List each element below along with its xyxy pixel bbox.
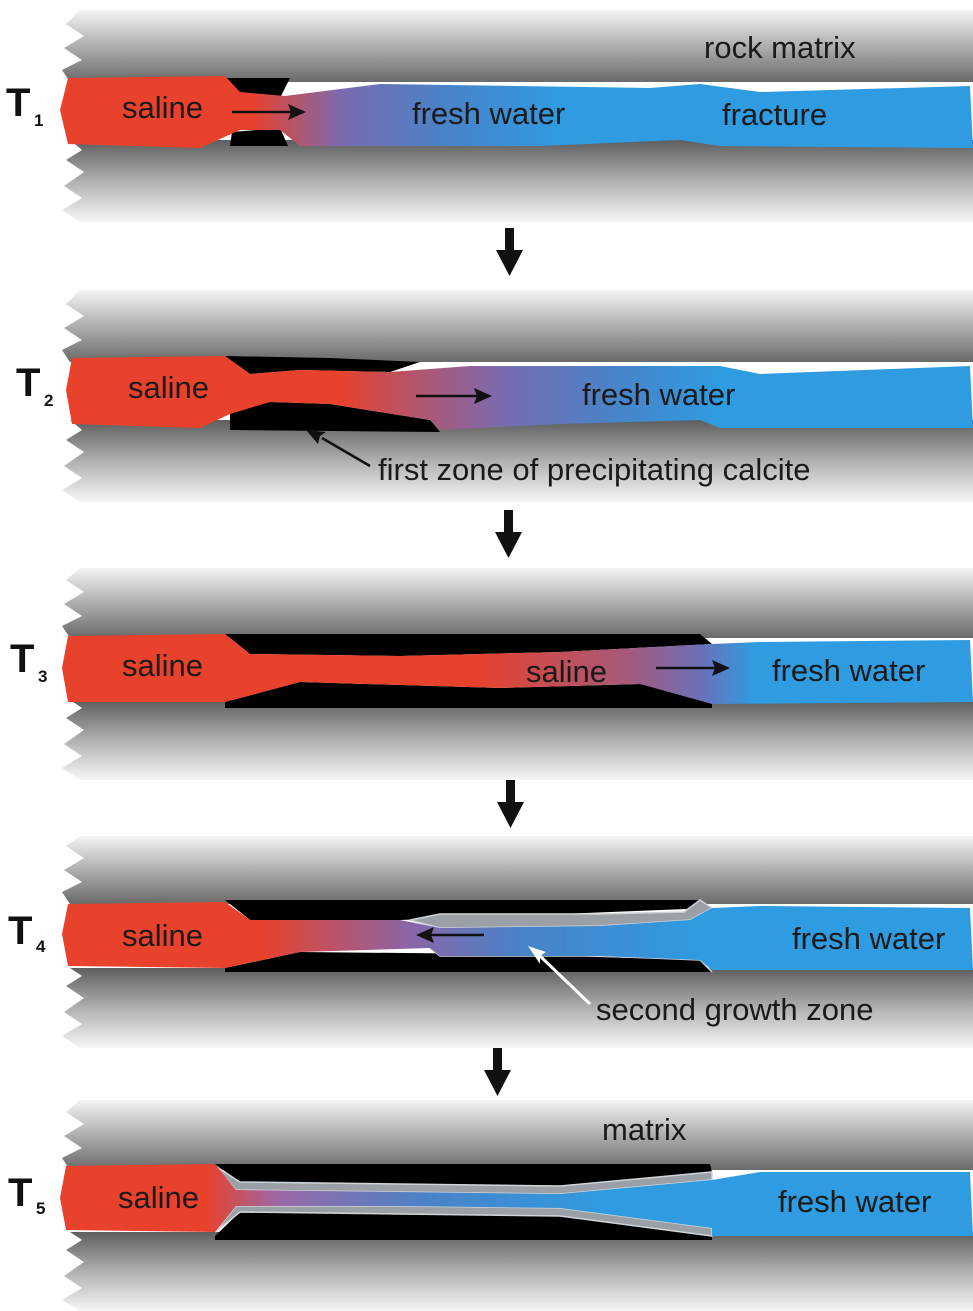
rock-matrix-upper [62, 568, 973, 638]
stage-label-letter: T [10, 637, 34, 681]
saline-label: saline [122, 90, 203, 125]
rock-matrix-label: rock matrix [704, 30, 856, 65]
calcite-zone-label: first zone of precipitating calcite [378, 452, 811, 487]
stage-t3: T 3 saline saline fresh water [10, 568, 973, 780]
stage-label-subscript: 3 [38, 667, 47, 686]
down-arrow-icon [496, 228, 523, 276]
stage-label-letter: T [6, 81, 30, 125]
down-arrow-icon [484, 1048, 511, 1096]
saline-label: saline [122, 918, 203, 953]
stage-t2: T 2 saline fresh water first zone of pre… [16, 290, 973, 502]
saline-front-label: saline [526, 654, 607, 689]
calcite-lower [230, 128, 288, 146]
rock-matrix-upper [62, 290, 973, 362]
stage-label-subscript: 4 [36, 937, 46, 956]
fresh-water-label: fresh water [772, 653, 925, 688]
saline-label: saline [118, 1180, 199, 1215]
fresh-water-label: fresh water [778, 1184, 931, 1219]
fracture-label: fracture [722, 97, 827, 132]
rock-matrix-upper [62, 1100, 973, 1170]
stage-label-subscript: 5 [36, 1199, 45, 1218]
stage-label-letter: T [8, 1171, 32, 1215]
stage-label-letter: T [16, 361, 40, 405]
fresh-water-label: fresh water [582, 377, 735, 412]
saline-label: saline [122, 648, 203, 683]
stage-label-subscript: 1 [34, 111, 43, 130]
stage-t4: T 4 saline fresh water second growth zon… [8, 836, 973, 1048]
rock-matrix-lower [62, 1232, 973, 1311]
rock-matrix-lower [62, 700, 973, 780]
down-arrow-icon [495, 510, 522, 558]
fresh-water-label: fresh water [792, 921, 945, 956]
rock-matrix-upper [62, 836, 973, 904]
stage-label-subscript: 2 [44, 391, 53, 410]
fresh-water-label: fresh water [412, 96, 565, 131]
matrix-label: matrix [602, 1112, 687, 1147]
saline-label: saline [128, 370, 209, 405]
stage-t1: T 1 saline fresh water fracture rock mat… [6, 10, 973, 222]
stage-label-letter: T [8, 909, 32, 953]
second-growth-zone-label: second growth zone [596, 992, 873, 1027]
down-arrow-icon [497, 780, 524, 828]
rock-matrix-lower [62, 140, 973, 222]
stage-t5: T 5 saline fresh water matrix [8, 1100, 973, 1311]
